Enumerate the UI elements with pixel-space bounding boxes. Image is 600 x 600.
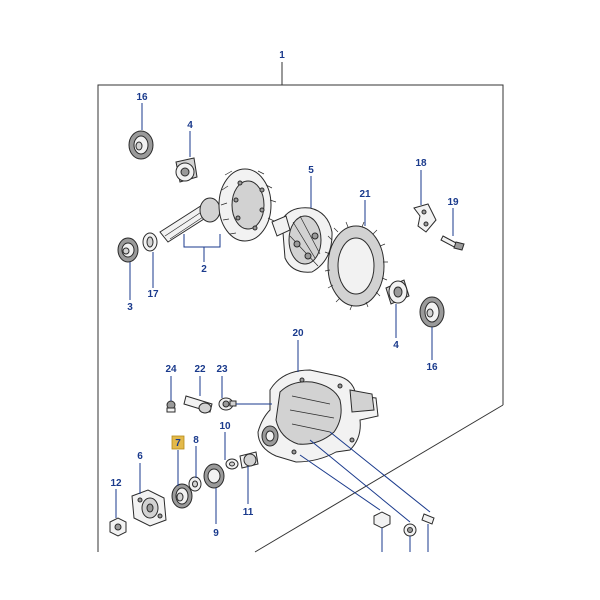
part-crown-wheel bbox=[324, 221, 388, 311]
part-bearing-9 bbox=[203, 463, 225, 489]
callout-10: 10 bbox=[219, 421, 231, 432]
callout-5: 5 bbox=[308, 165, 314, 176]
callout-18: 18 bbox=[415, 158, 427, 169]
callout-12: 12 bbox=[110, 478, 122, 489]
callout-1: 1 bbox=[279, 50, 285, 61]
leader-lines bbox=[115, 103, 454, 552]
part-bottom-fasteners bbox=[373, 511, 435, 537]
callout-8: 8 bbox=[193, 435, 199, 446]
part-oil-seal-top bbox=[128, 130, 154, 160]
callout-labels: 1 16 4 5 18 21 19 2 17 3 20 4 16 24 22 2… bbox=[110, 50, 459, 539]
callout-3: 3 bbox=[127, 302, 133, 313]
callout-2: 2 bbox=[201, 264, 207, 275]
callout-17: 17 bbox=[147, 289, 159, 300]
part-washer-8 bbox=[188, 476, 202, 492]
part-bolt-19 bbox=[440, 235, 465, 251]
callout-24: 24 bbox=[165, 364, 177, 375]
part-breather-22 bbox=[183, 395, 213, 414]
callout-16-right: 16 bbox=[426, 362, 438, 373]
callout-23: 23 bbox=[216, 364, 228, 375]
part-oil-seal-right bbox=[419, 296, 445, 328]
callout-7: 7 bbox=[175, 438, 181, 449]
callout-22: 22 bbox=[194, 364, 206, 375]
callout-11: 11 bbox=[243, 507, 254, 518]
part-bearing-right bbox=[385, 279, 410, 305]
part-axle-housing bbox=[257, 369, 379, 463]
part-bracket bbox=[413, 203, 437, 233]
callout-4-top: 4 bbox=[187, 120, 193, 131]
part-bearing-left bbox=[117, 237, 139, 263]
part-shim bbox=[142, 232, 158, 252]
part-ring-pinion-gear bbox=[159, 168, 277, 243]
part-bolt-24 bbox=[166, 400, 176, 413]
part-seal-7 bbox=[171, 483, 193, 509]
assembly-frame bbox=[97, 62, 504, 553]
callout-20: 20 bbox=[292, 328, 304, 339]
part-nut-12 bbox=[109, 517, 127, 537]
callout-19: 19 bbox=[447, 197, 459, 208]
callout-9: 9 bbox=[213, 528, 219, 539]
callout-6: 6 bbox=[137, 451, 143, 462]
callout-16-top: 16 bbox=[136, 92, 148, 103]
callout-7-highlight bbox=[171, 435, 185, 450]
part-spacer-10 bbox=[225, 458, 239, 470]
callout-4-right: 4 bbox=[393, 340, 399, 351]
part-bearing-top bbox=[175, 157, 198, 183]
part-fitting-23 bbox=[218, 397, 237, 411]
part-collapsible-spacer-11 bbox=[239, 451, 259, 469]
callout-21: 21 bbox=[359, 189, 371, 200]
part-differential-case bbox=[271, 207, 333, 273]
part-flange bbox=[131, 489, 167, 527]
